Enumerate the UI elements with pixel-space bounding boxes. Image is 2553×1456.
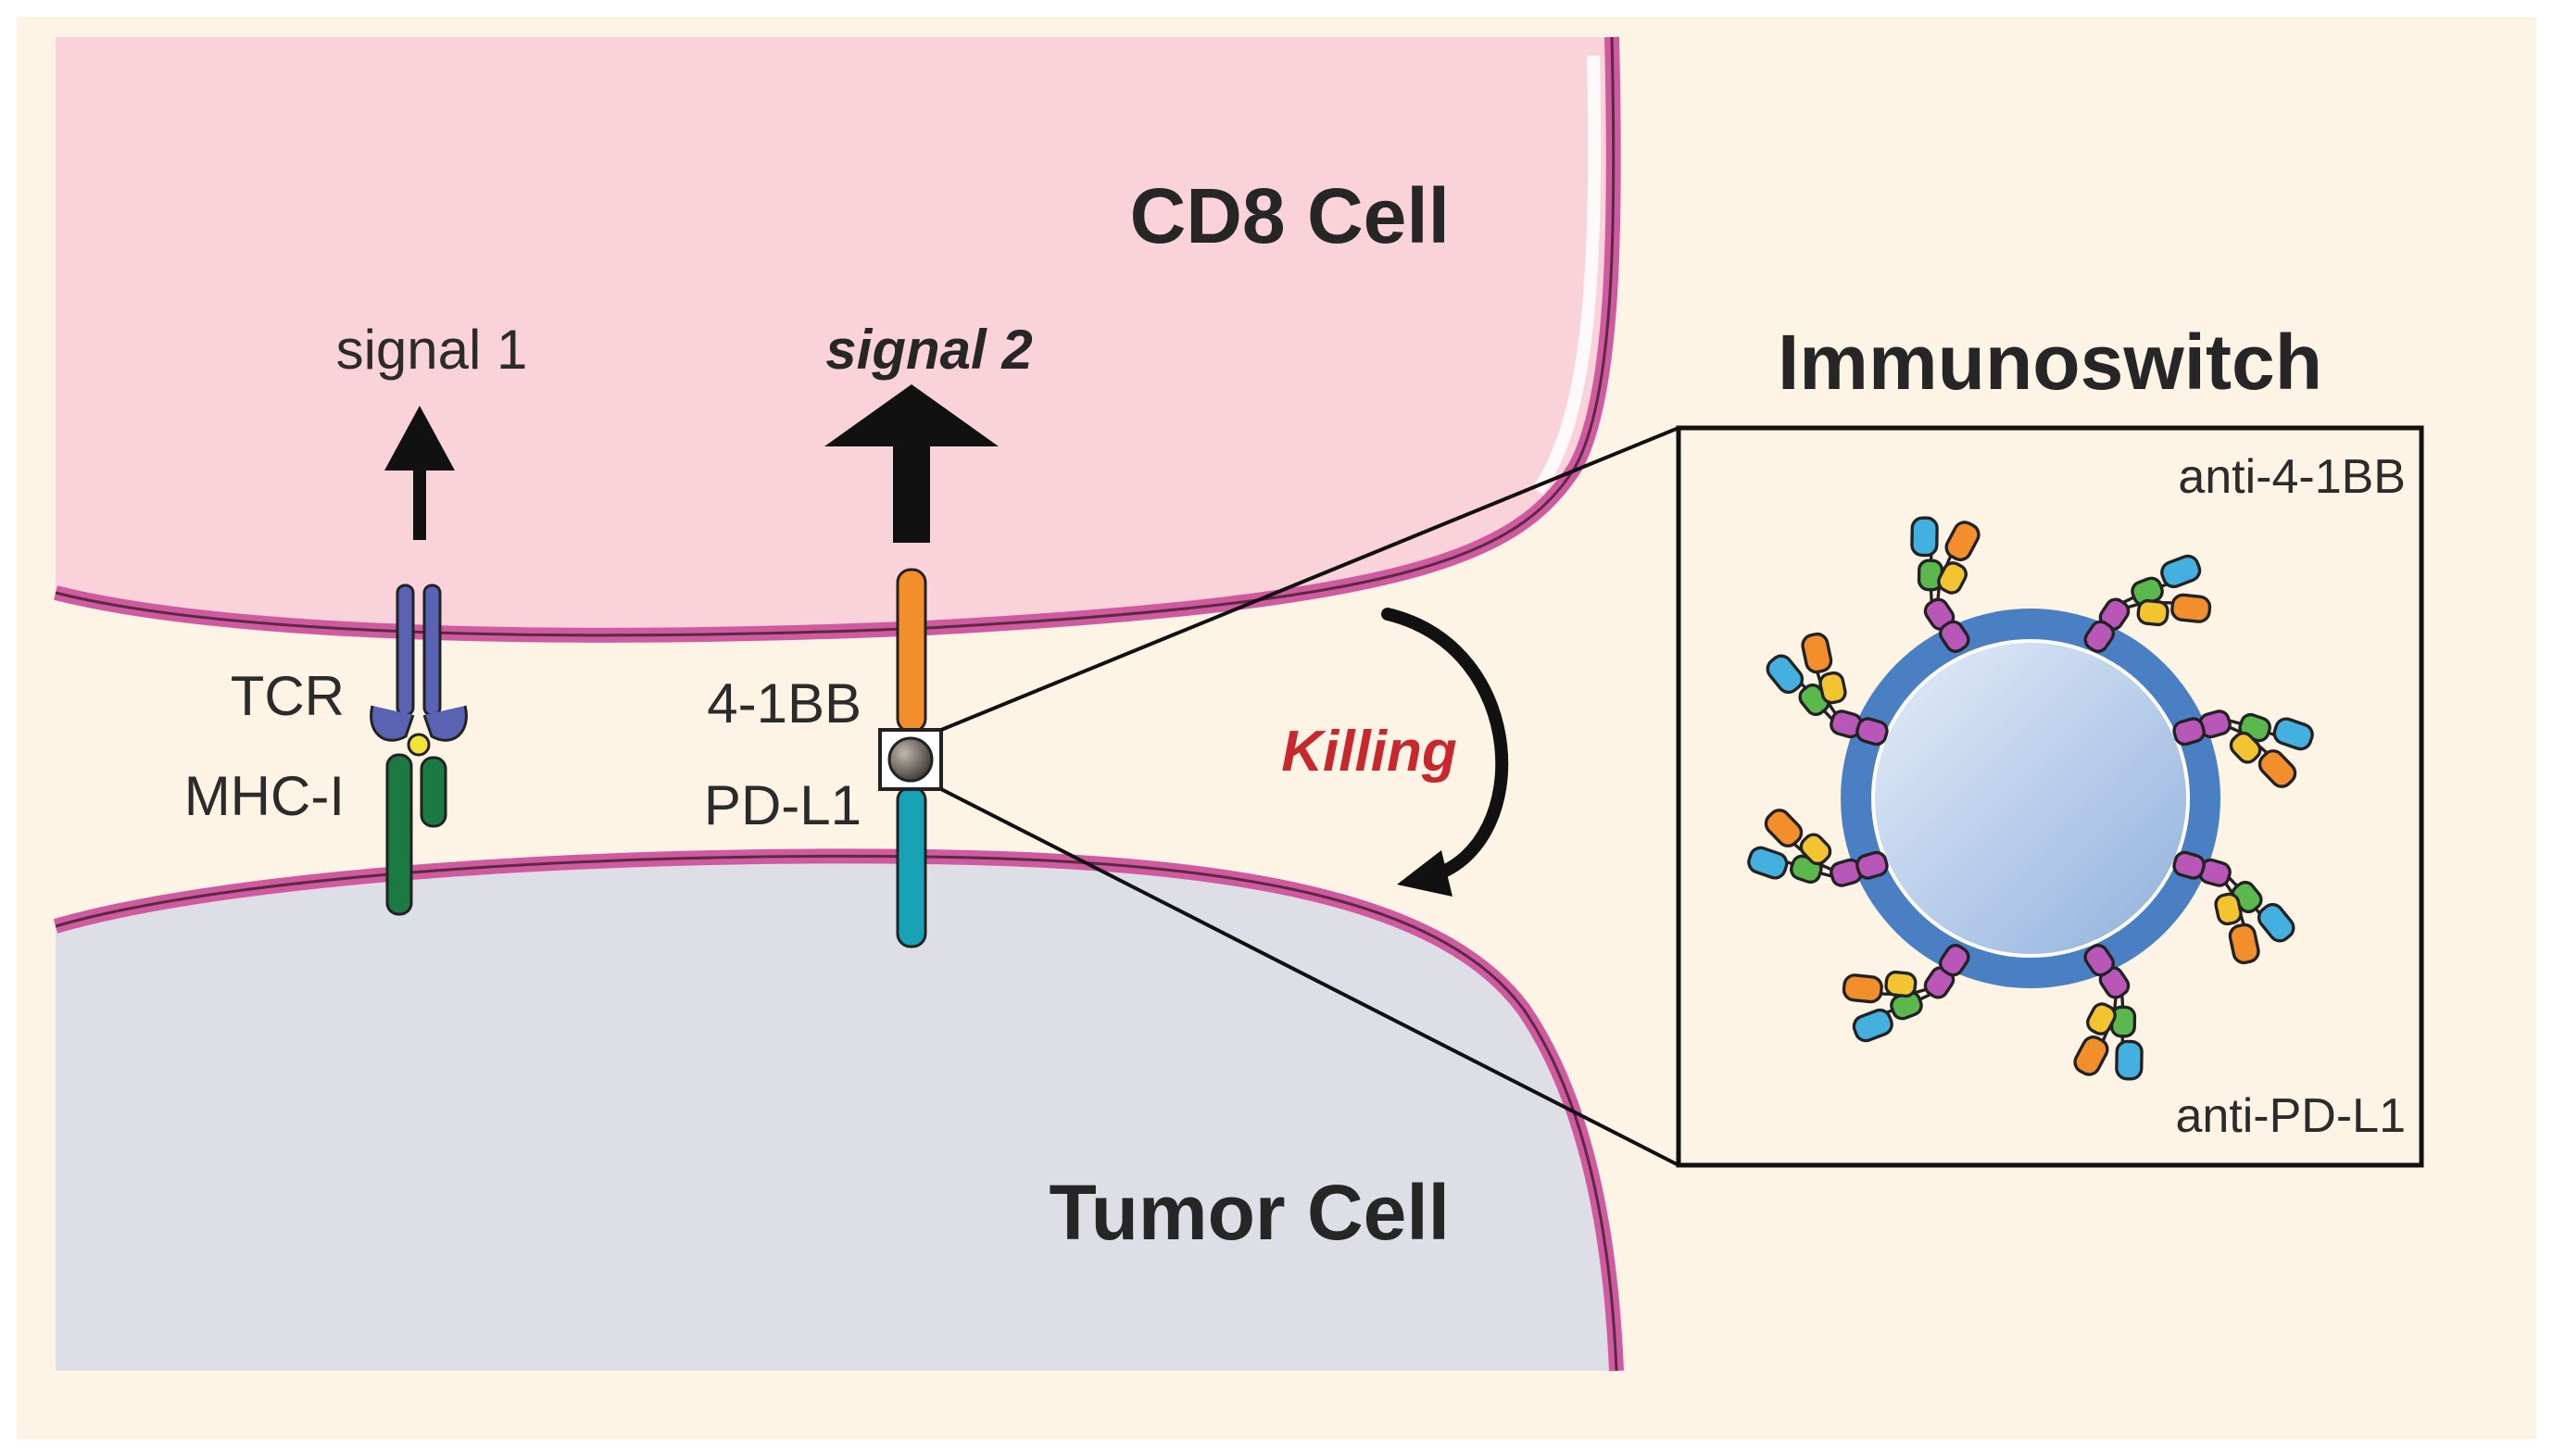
- cd8-cell-body: [56, 37, 1614, 635]
- signal-1-arrow-icon: [384, 406, 455, 540]
- nanoparticle-large-icon: [1841, 609, 2220, 988]
- pd-l1-label: PD-L1: [704, 774, 861, 836]
- cd8-membrane-edge: [55, 36, 1616, 637]
- immunoswitch-title: Immunoswitch: [1778, 319, 2322, 406]
- killing-label: Killing: [1281, 720, 1456, 784]
- mhc-i-molecule: [385, 753, 447, 916]
- tumor-cell-body: [56, 856, 1616, 1371]
- receptor-4-1bb-label: 4-1BB: [707, 672, 861, 734]
- cd8-cell-inner-highlight: [1532, 55, 1602, 495]
- tumor-membrane-edge: [55, 854, 1618, 1372]
- pd-l1-ligand: [896, 785, 927, 948]
- killing-curved-arrow-icon: [1381, 608, 1509, 897]
- antigen-peptide: [407, 733, 431, 757]
- signal-2-arrow-icon: [824, 384, 999, 543]
- nanoparticle-small-icon: [887, 736, 934, 783]
- anti-pd-l1-label: anti-PD-L1: [2175, 1089, 2406, 1143]
- cd8-cell-label: CD8 Cell: [1130, 172, 1450, 259]
- zoom-line-bottom: [940, 787, 1679, 1167]
- signal-1-label: signal 1: [336, 319, 528, 381]
- tumor-cell-label: Tumor Cell: [1050, 1169, 1450, 1256]
- zoom-line-top: [940, 426, 1679, 732]
- tcr-receptor: [370, 584, 468, 742]
- anti-4-1bb-label: anti-4-1BB: [2178, 450, 2406, 504]
- signal-2-label: signal 2: [825, 319, 1032, 381]
- tcr-label: TCR: [231, 665, 345, 727]
- receptor-4-1bb: [896, 568, 927, 734]
- mhc-i-label: MHC-I: [184, 765, 345, 827]
